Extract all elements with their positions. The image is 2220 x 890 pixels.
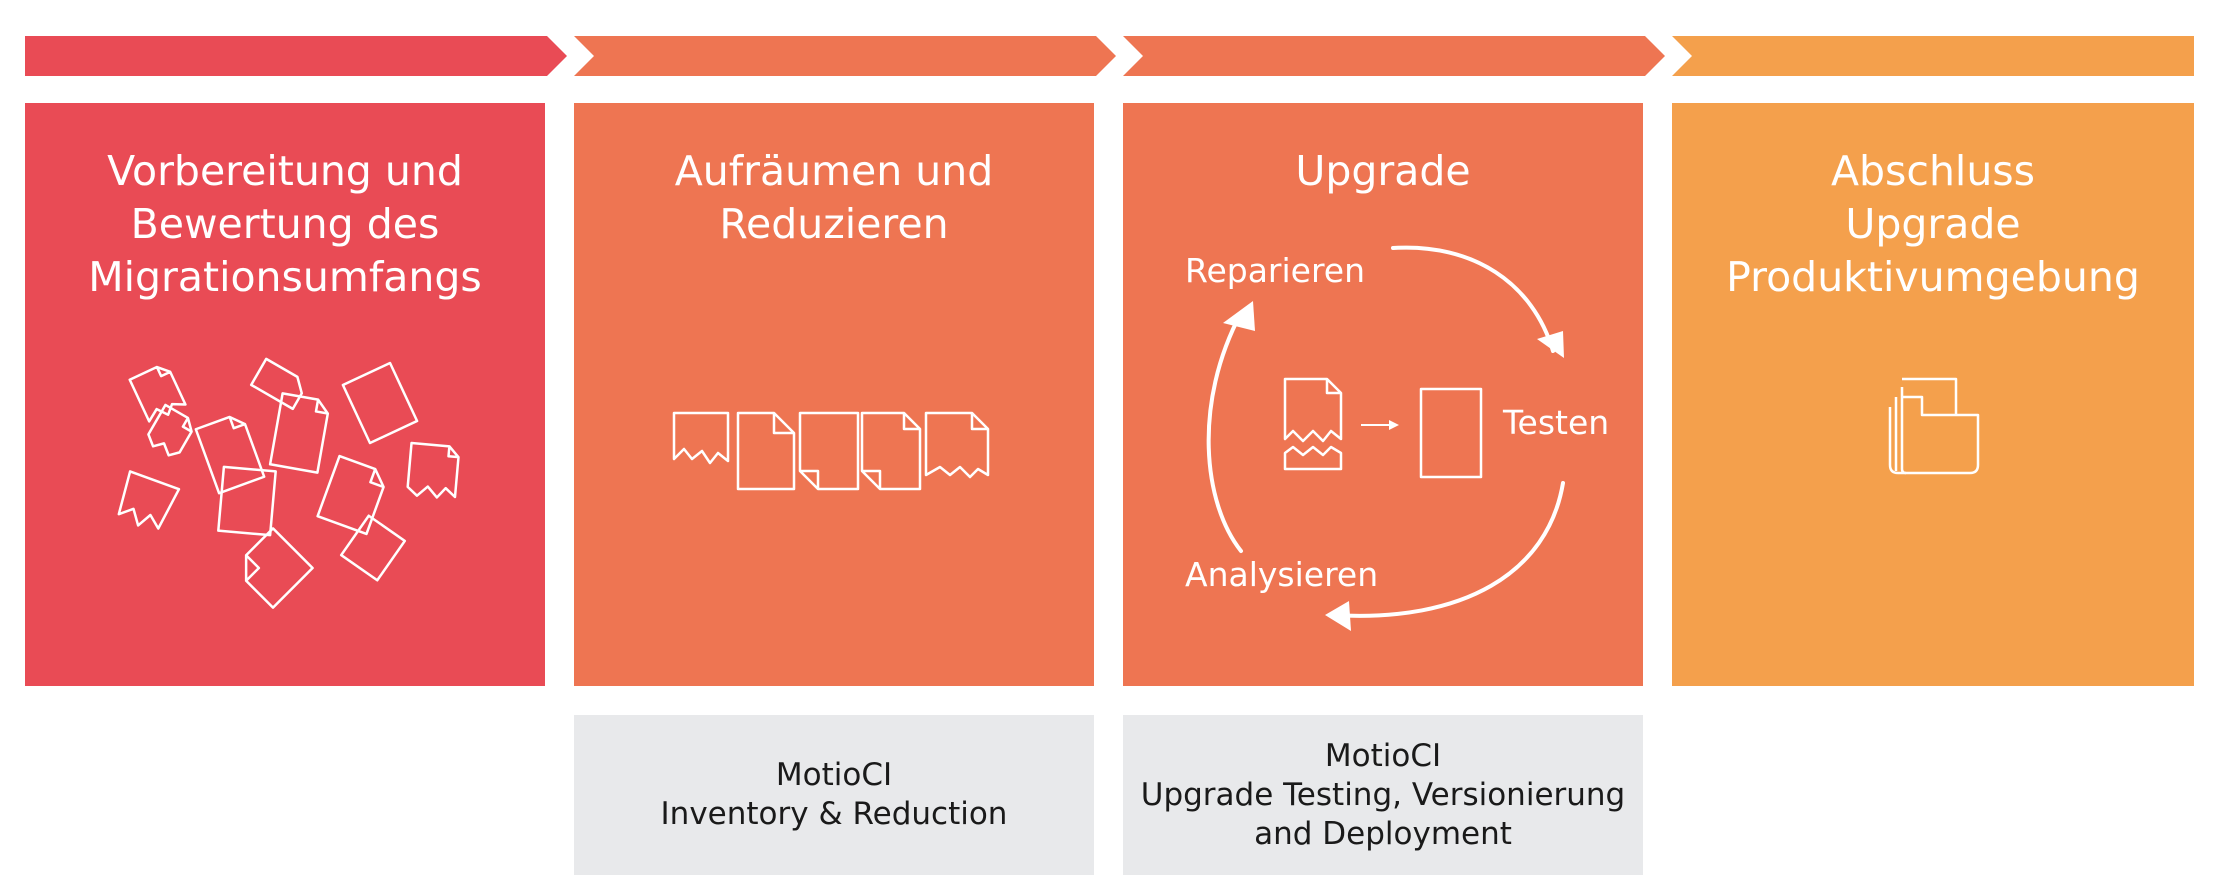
tool-line: Upgrade Testing, Versionierung — [1140, 776, 1626, 813]
tool-line: MotioCI — [1324, 737, 1442, 774]
cycle-label-repair: Reparieren — [1185, 251, 1366, 290]
phase-1-chevron — [25, 36, 567, 76]
phase-2-chevron — [574, 36, 1116, 76]
cycle-label-test: Testen — [1503, 403, 1610, 442]
phase-4-chevron — [1672, 36, 2194, 76]
phase-card-cleanup: Aufräumen und Reduzieren — [574, 103, 1094, 686]
phase-title-line: Upgrade — [1845, 200, 2021, 248]
tool-box-inventory: MotioCI Inventory & Reduction — [574, 715, 1094, 875]
phase-title: Vorbereitung und Bewertung des Migration… — [25, 145, 545, 304]
tool-line: and Deployment — [1254, 815, 1512, 852]
document-transform-icon — [1281, 373, 1483, 483]
phase-title: Abschluss Upgrade Produktivumgebung — [1672, 145, 2194, 304]
phase-title-line: Abschluss — [1830, 147, 2036, 195]
phase-3-chevron — [1123, 36, 1665, 76]
phase-card-upgrade: Upgrade Reparieren Testen Analysieren — [1123, 103, 1643, 686]
phase-title-line: Bewertung des — [130, 200, 440, 248]
phase-title-line: Reduzieren — [719, 200, 949, 248]
tool-line: Inventory & Reduction — [660, 796, 1008, 832]
cycle-label-analyze: Analysieren — [1185, 555, 1379, 594]
phase-title-line: Vorbereitung und — [107, 147, 463, 195]
phase-title: Upgrade — [1123, 145, 1643, 198]
scattered-documents-icon — [25, 103, 545, 686]
phase-card-preparation: Vorbereitung und Bewertung des Migration… — [25, 103, 545, 686]
phase-title-line: Aufräumen und — [674, 147, 994, 195]
folder-stack-icon — [1882, 373, 1992, 483]
document-row-icon — [672, 403, 992, 493]
phase-title: Aufräumen und Reduzieren — [574, 145, 1094, 251]
tool-box-upgrade-testing: MotioCI Upgrade Testing, Versionierung a… — [1123, 715, 1643, 875]
phase-card-completion: Abschluss Upgrade Produktivumgebung — [1672, 103, 2194, 686]
phase-title-line: Upgrade — [1295, 147, 1471, 195]
tool-line: MotioCI — [775, 757, 893, 793]
phase-title-line: Migrationsumfangs — [88, 253, 482, 301]
cycle-arrows-icon — [1123, 103, 1643, 686]
phase-title-line: Produktivumgebung — [1726, 253, 2140, 301]
